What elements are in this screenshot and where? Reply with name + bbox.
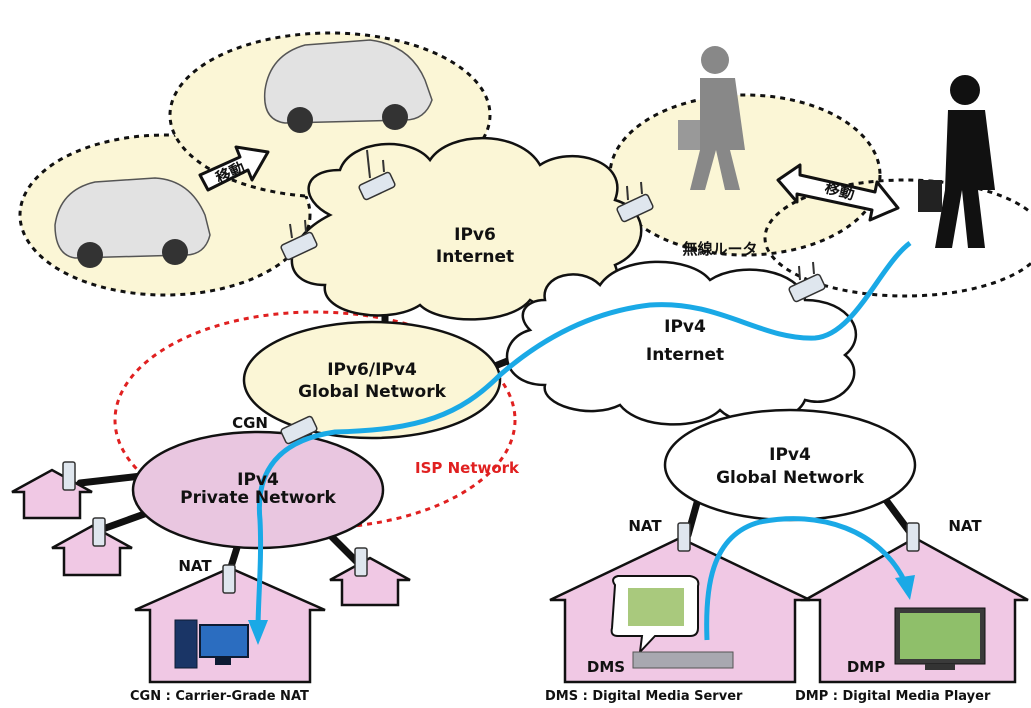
pc-icon bbox=[174, 619, 249, 669]
flow-arrowhead bbox=[895, 575, 915, 600]
ipv6-internet-label-line2: Internet bbox=[436, 247, 514, 267]
flow-arrowhead bbox=[248, 620, 268, 645]
flow-line-remote-access bbox=[255, 240, 912, 631]
nat-device-icon bbox=[677, 522, 691, 552]
footnote-dmp: DMP : Digital Media Player bbox=[795, 689, 991, 704]
ipv4-internet-label-line1: IPv4 bbox=[664, 317, 706, 337]
dms-label: DMS bbox=[587, 658, 625, 676]
nat-device-icon bbox=[92, 517, 106, 547]
footnote-cgn: CGN : Carrier-Grade NAT bbox=[130, 689, 309, 704]
private-network-label-line2: Private Network bbox=[180, 488, 336, 508]
nat-device-icon bbox=[62, 461, 76, 491]
ipv4-internet-cloud bbox=[505, 260, 858, 426]
ipv4-global-label-line2: Global Network bbox=[716, 468, 864, 488]
coverage-area-person-1 bbox=[608, 93, 882, 257]
router-icon bbox=[280, 231, 318, 261]
router-antennas bbox=[289, 149, 815, 281]
dual-stack-global-network bbox=[242, 320, 502, 440]
car-move-arrow bbox=[198, 145, 270, 192]
coverage-area-person-2 bbox=[763, 178, 1031, 298]
router-icon bbox=[788, 273, 826, 303]
nat-device-icon bbox=[222, 564, 236, 594]
dual-global-label-line1: IPv6/IPv4 bbox=[327, 360, 417, 380]
ipv4-global-network bbox=[663, 408, 917, 522]
cgn-router-icon bbox=[280, 415, 318, 445]
person-icon-after bbox=[918, 75, 995, 248]
nat-device-icon bbox=[906, 522, 920, 552]
ipv4-internet-label-line2: Internet bbox=[646, 345, 724, 365]
nat-device-icon bbox=[354, 547, 368, 577]
dmp-label: DMP bbox=[847, 658, 885, 676]
wireless-router-label: 無線ルータ bbox=[682, 240, 757, 258]
car-icon-before bbox=[54, 177, 211, 268]
isp-network-label: ISP Network bbox=[415, 459, 520, 477]
car-icon-after bbox=[263, 39, 433, 133]
dual-global-label-line2: Global Network bbox=[298, 382, 446, 402]
nat-label-left: NAT bbox=[178, 557, 212, 575]
isp-network-boundary bbox=[113, 310, 517, 530]
person-move-arrow bbox=[776, 163, 900, 222]
flow-line-dlna bbox=[704, 516, 908, 641]
nat-label-mid: NAT bbox=[628, 517, 662, 535]
ipv6-internet-label-line1: IPv6 bbox=[454, 225, 496, 245]
house-small-3 bbox=[329, 556, 411, 607]
dmp-tv-icon bbox=[894, 607, 986, 670]
ipv4-global-label-line1: IPv4 bbox=[769, 445, 811, 465]
router-icon bbox=[616, 193, 654, 223]
cgn-label: CGN bbox=[232, 414, 268, 432]
person-icon-before bbox=[678, 46, 745, 190]
house-small-2 bbox=[51, 524, 133, 577]
dms-device-icon bbox=[610, 575, 734, 669]
wireless-router-icons bbox=[280, 171, 826, 445]
house-small-1 bbox=[11, 468, 93, 520]
router-icon bbox=[358, 171, 396, 201]
nat-label-right: NAT bbox=[948, 517, 982, 535]
nat-device-icons bbox=[62, 461, 920, 594]
private-network-label-line1: IPv4 bbox=[237, 470, 279, 490]
footnote-dms: DMS : Digital Media Server bbox=[545, 689, 743, 704]
